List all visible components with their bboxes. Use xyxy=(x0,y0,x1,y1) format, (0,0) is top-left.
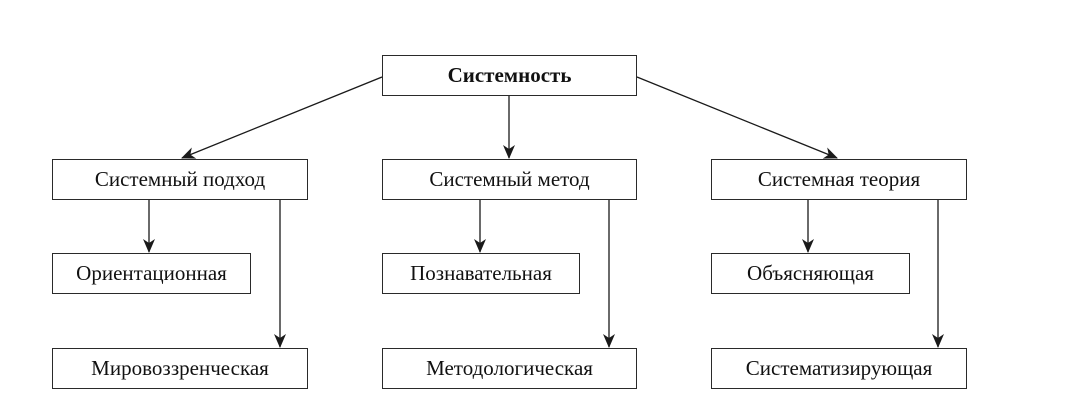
node-worldview: Мировоззренческая xyxy=(52,348,308,389)
node-orientational: Ориентационная xyxy=(52,253,251,294)
arrow-root-to-approach xyxy=(181,76,383,159)
node-cognitive: Познавательная xyxy=(382,253,580,294)
node-explanatory: Объясняющая xyxy=(711,253,910,294)
root-node-systemness: Системность xyxy=(382,55,637,96)
arrow-root-to-theory xyxy=(636,76,838,159)
node-systematizing: Систематизирующая xyxy=(711,348,967,389)
node-system-theory: Системная теория xyxy=(711,159,967,200)
node-system-method: Системный метод xyxy=(382,159,637,200)
node-methodological: Методологическая xyxy=(382,348,637,389)
node-system-approach: Системный подход xyxy=(52,159,308,200)
